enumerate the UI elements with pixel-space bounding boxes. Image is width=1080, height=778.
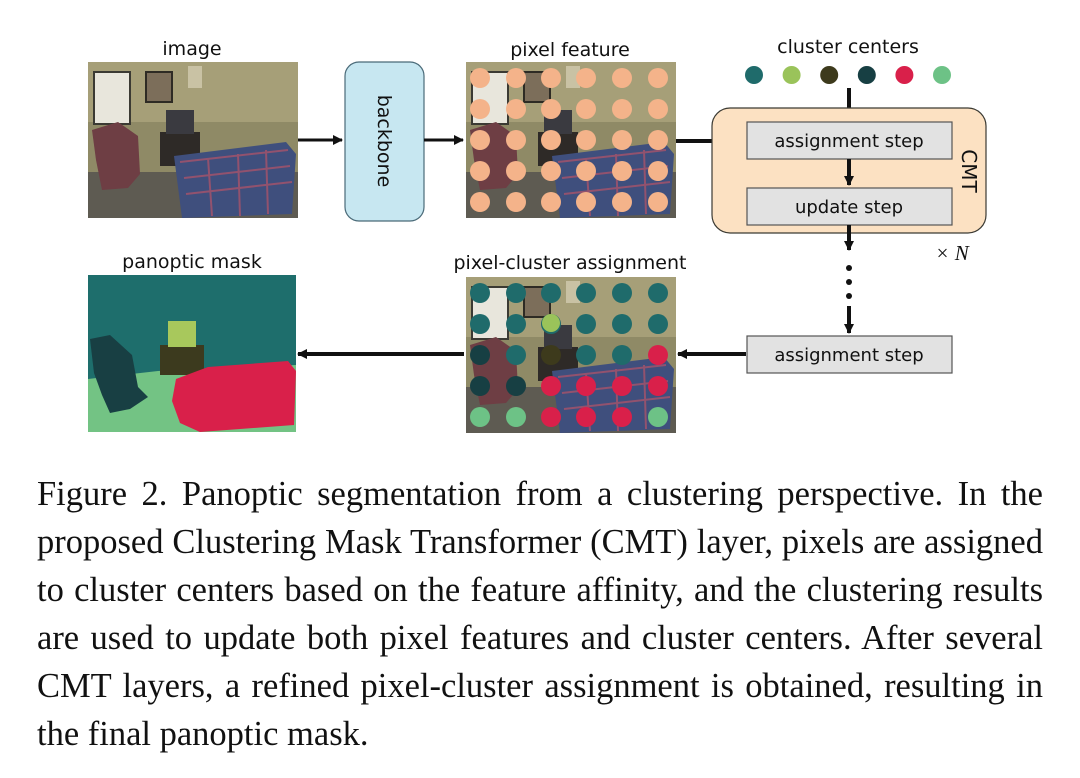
pixel-feature-map bbox=[465, 61, 677, 219]
pixel-feature-dot bbox=[612, 99, 632, 119]
assigned-pixel-dot bbox=[576, 407, 596, 427]
pixel-feature-dot bbox=[648, 161, 668, 181]
pixel-cluster-assignment-map bbox=[465, 276, 677, 434]
assigned-pixel-dot bbox=[541, 407, 561, 427]
pixel-feature-dot bbox=[612, 68, 632, 88]
pixel-feature-dot bbox=[576, 68, 596, 88]
assigned-pixel-dot bbox=[612, 283, 632, 303]
pixel-feature-dot bbox=[506, 130, 526, 150]
pixel-feature-dot bbox=[612, 161, 632, 181]
final-assignment-step-box bbox=[746, 335, 953, 374]
assigned-pixel-dot bbox=[470, 345, 490, 365]
pixel-feature-dot bbox=[576, 161, 596, 181]
pixel-feature-dot bbox=[506, 161, 526, 181]
assigned-pixel-dot bbox=[470, 314, 490, 334]
pixel-feature-dot bbox=[506, 99, 526, 119]
assigned-pixel-dot bbox=[506, 345, 526, 365]
pixel-feature-dot bbox=[648, 130, 668, 150]
figure-caption: Figure 2. Panoptic segmentation from a c… bbox=[37, 475, 1043, 753]
assigned-pixel-dot bbox=[541, 345, 561, 365]
update-step-box bbox=[746, 187, 953, 226]
assigned-pixel-dot bbox=[470, 407, 490, 427]
pixel-feature-dot bbox=[576, 130, 596, 150]
cluster-center-dot bbox=[857, 66, 876, 84]
final-assignment-step-label: assignment step bbox=[774, 345, 923, 366]
panoptic-mask bbox=[88, 275, 296, 432]
backbone-label: backbone bbox=[373, 95, 395, 188]
assigned-pixel-dot bbox=[648, 314, 668, 334]
assignment-step-label: assignment step bbox=[774, 131, 923, 152]
cluster-centers bbox=[745, 66, 951, 84]
assigned-pixel-dot bbox=[506, 407, 526, 427]
pixel-feature-dot bbox=[470, 99, 490, 119]
pixel-feature-dot bbox=[576, 99, 596, 119]
pixel-feature-dot bbox=[470, 192, 490, 212]
cluster-center-dot bbox=[933, 66, 951, 84]
assigned-pixel-dot bbox=[506, 376, 526, 396]
assigned-pixel-dot bbox=[541, 283, 561, 303]
pixel-feature-dot bbox=[506, 192, 526, 212]
pixel-feature-dot bbox=[541, 192, 561, 212]
cluster-centers-label: cluster centers bbox=[777, 36, 919, 58]
assigned-pixel-dot bbox=[470, 376, 490, 396]
cluster-center-dot bbox=[782, 66, 801, 84]
pixel-feature-dot bbox=[612, 192, 632, 212]
pixel-feature-dot bbox=[470, 130, 490, 150]
pixel-feature-dot bbox=[648, 68, 668, 88]
pixel-cluster-assignment-label: pixel-cluster assignment bbox=[454, 252, 687, 274]
pixel-feature-dot bbox=[541, 130, 561, 150]
assigned-pixel-dot bbox=[506, 283, 526, 303]
cluster-center-dot bbox=[745, 66, 763, 84]
assigned-pixel-dot bbox=[612, 314, 632, 334]
pixel-feature-dot bbox=[541, 99, 561, 119]
pixel-feature-dot bbox=[648, 99, 668, 119]
assigned-pixel-dot bbox=[648, 283, 668, 303]
assigned-pixel-dot bbox=[576, 314, 596, 334]
pixel-feature-dot bbox=[541, 68, 561, 88]
panoptic-mask-label: panoptic mask bbox=[122, 251, 262, 273]
pixel-feature-dot bbox=[470, 68, 490, 88]
cluster-center-dot bbox=[895, 66, 914, 84]
assigned-pixel-dot bbox=[506, 314, 526, 334]
pixel-feature-dot bbox=[506, 68, 526, 88]
assigned-pixel-dot bbox=[648, 407, 668, 427]
assigned-pixel-dot bbox=[612, 407, 632, 427]
cluster-center-dot bbox=[820, 66, 839, 84]
pixel-feature-label: pixel feature bbox=[510, 39, 630, 61]
pixel-feature-dot bbox=[470, 161, 490, 181]
repeat-n-label: × N bbox=[935, 241, 969, 265]
assigned-pixel-dot bbox=[576, 376, 596, 396]
continuation-dot bbox=[846, 265, 852, 271]
pixel-feature-dot bbox=[612, 130, 632, 150]
assigned-pixel-dot bbox=[576, 283, 596, 303]
input-image bbox=[87, 61, 299, 219]
continuation-dot bbox=[846, 279, 852, 285]
assigned-pixel-dot bbox=[612, 376, 632, 396]
update-step-label: update step bbox=[795, 197, 903, 218]
assigned-pixel-dot bbox=[542, 314, 560, 332]
clustering-diagram: image backbone pixel feature cluster cen… bbox=[87, 36, 987, 434]
assigned-pixel-dot bbox=[648, 376, 668, 396]
pixel-feature-dot bbox=[541, 161, 561, 181]
pixel-feature-dot bbox=[576, 192, 596, 212]
assigned-pixel-dot bbox=[612, 345, 632, 365]
image-label: image bbox=[162, 38, 221, 60]
cmt-label: CMT bbox=[957, 149, 981, 193]
pixel-feature-dot bbox=[648, 192, 668, 212]
assigned-pixel-dot bbox=[648, 345, 668, 365]
assigned-pixel-dot bbox=[576, 345, 596, 365]
assigned-pixel-dot bbox=[541, 376, 561, 396]
assignment-step-box bbox=[746, 121, 953, 160]
assigned-pixel-dot bbox=[470, 283, 490, 303]
continuation-dot bbox=[846, 293, 852, 299]
